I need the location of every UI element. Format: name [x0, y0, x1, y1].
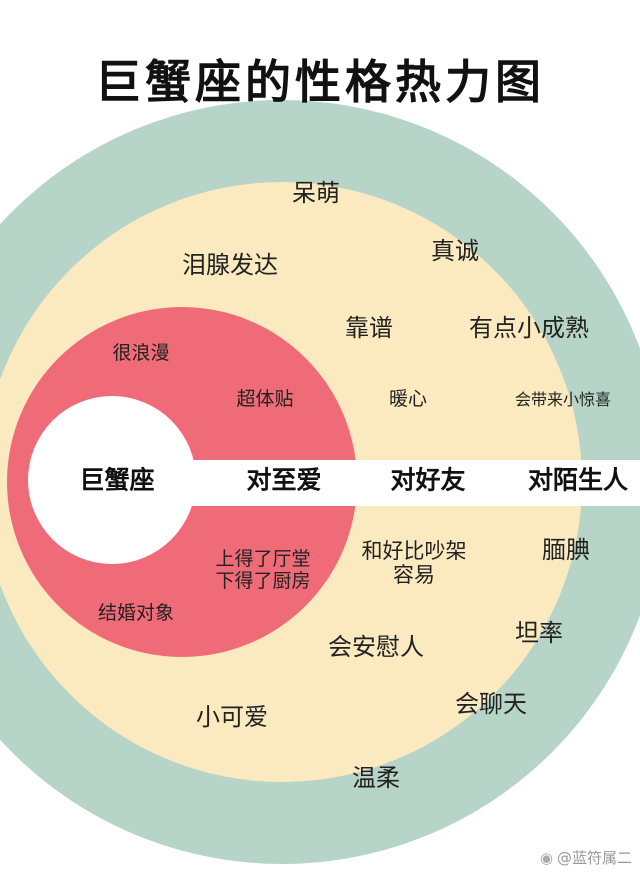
- inner-trait: 超体贴: [236, 388, 294, 411]
- center-circle: [28, 396, 196, 564]
- watermark: ◉@蓝符属二: [540, 847, 632, 868]
- weibo-icon: ◉: [539, 849, 553, 867]
- middle-trait: 会安慰人: [328, 633, 424, 662]
- middle-trait: 小可爱: [196, 703, 268, 732]
- outer-trait: 温柔: [352, 764, 400, 793]
- outer-trait: 会带来小惊喜: [514, 389, 612, 409]
- outer-trait: 真诚: [431, 237, 479, 266]
- outer-trait: 腼腆: [542, 536, 590, 565]
- center-label: 巨蟹座: [79, 465, 155, 495]
- inner-trait: 结婚对象: [97, 602, 175, 625]
- outer-trait: 有点小成熟: [469, 314, 589, 343]
- outer-trait: 会聊天: [455, 690, 527, 719]
- band-label-loved-ones: 对至爱: [246, 465, 322, 495]
- outer-trait: 坦率: [515, 619, 563, 648]
- page-title: 巨蟹座的性格热力图: [95, 55, 545, 109]
- middle-trait: 暖心: [388, 388, 428, 411]
- relationship-band: [160, 460, 640, 506]
- outer-trait: 呆萌: [292, 179, 340, 208]
- middle-trait: 靠谱: [345, 314, 393, 343]
- middle-trait: 和好比吵架 容易: [361, 538, 467, 587]
- inner-trait: 上得了厅堂 下得了厨房: [215, 548, 311, 592]
- band-label-strangers: 对陌生人: [527, 465, 629, 495]
- inner-trait: 很浪漫: [112, 342, 170, 365]
- band-label-friends: 对好友: [390, 465, 466, 495]
- middle-trait: 泪腺发达: [182, 251, 278, 280]
- watermark-text: @蓝符属二: [556, 849, 632, 867]
